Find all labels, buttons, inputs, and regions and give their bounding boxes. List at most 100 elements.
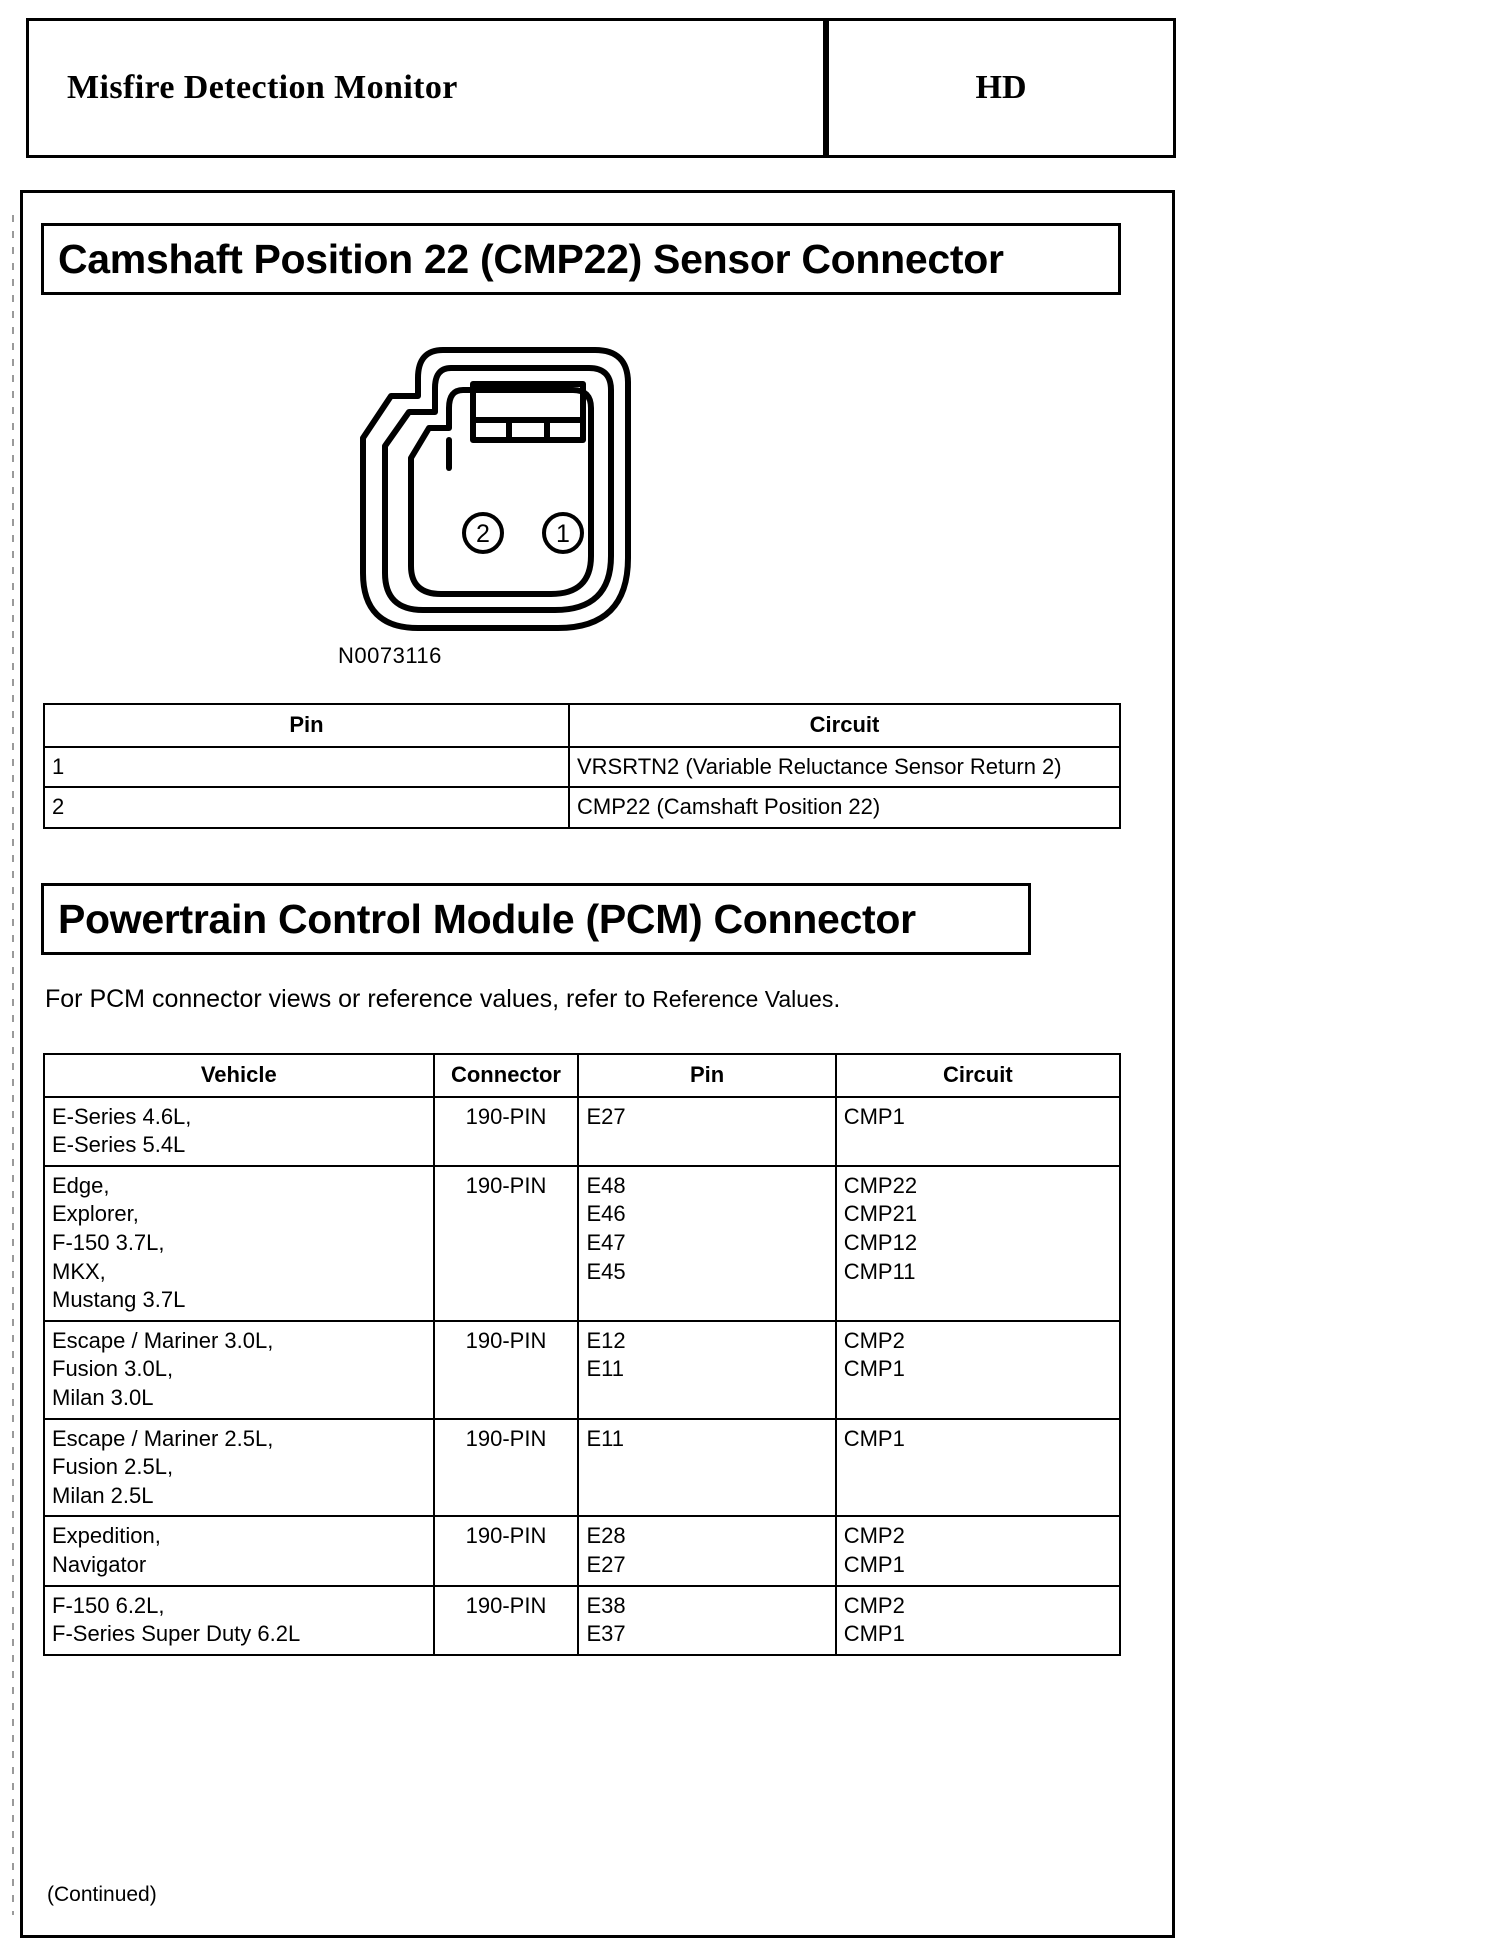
table-row: E-Series 4.6L,E-Series 5.4L 190-PIN E27 CMP… xyxy=(43,1095,1122,1167)
section-heading-cmp22-label: Camshaft Position 22 (CMP22) Sensor Conn… xyxy=(58,235,1004,282)
cell-circuit: VRSRTN2 (Variable Reluctance Sensor Retu… xyxy=(568,745,1121,789)
cell-line: CMP1 xyxy=(843,1621,905,1647)
reference-note-tail: . xyxy=(833,985,841,1013)
cell-vehicle: F-150 6.2L,F-Series Super Duty 6.2L xyxy=(43,1584,435,1656)
page-title: Misfire Detection Monitor xyxy=(67,69,458,106)
cell-connector: 190-PIN xyxy=(432,1584,580,1656)
cell-line: CMP1 xyxy=(843,1551,905,1577)
cell-pin: E27 xyxy=(577,1095,837,1167)
cell-vehicle: Escape / Mariner 3.0L,Fusion 3.0L,Milan … xyxy=(43,1319,435,1420)
cell-line: E-Series 4.6L, xyxy=(52,1103,192,1129)
cell-line: Navigator xyxy=(52,1551,147,1577)
cell-line: CMP12 xyxy=(843,1229,918,1255)
cell-line: CMP1 xyxy=(843,1356,905,1382)
cell-line: E47 xyxy=(586,1229,626,1255)
cell-pin: 1 xyxy=(43,745,570,789)
cell-circuit: CMP1 xyxy=(834,1417,1122,1518)
cell-line: E27 xyxy=(586,1103,626,1129)
cell-line: 190-PIN xyxy=(465,1103,547,1129)
continued-note: (Continued) xyxy=(47,1883,157,1906)
table-row: 2 CMP22 (Camshaft Position 22) xyxy=(43,786,1121,829)
cmp22-pin-table: Pin Circuit 1 VRSRTN2 (Variable Reluctan… xyxy=(43,703,1121,829)
cell-vehicle: Expedition,Navigator xyxy=(43,1515,435,1587)
cell-line: Edge, xyxy=(52,1172,110,1198)
cell-line: E45 xyxy=(586,1258,626,1284)
cell-line: 190-PIN xyxy=(465,1592,547,1618)
table-row: Edge, Explorer,F-150 3.7L, MKX, Mustang 3.7… xyxy=(43,1164,1122,1322)
section-heading-cmp22: Camshaft Position 22 (CMP22) Sensor Conn… xyxy=(41,223,1121,295)
cell-line: E11 xyxy=(586,1425,624,1451)
cell-pin: E11 xyxy=(577,1417,837,1518)
reference-values-link[interactable]: Reference Values xyxy=(652,986,834,1012)
cell-line: Mustang 3.7L xyxy=(52,1287,186,1313)
cell-connector: 190-PIN xyxy=(432,1095,580,1167)
cell-line: CMP1 xyxy=(843,1103,905,1129)
cell-line: CMP21 xyxy=(843,1201,918,1227)
cell-line: CMP11 xyxy=(843,1258,916,1284)
column-header-circuit: Circuit xyxy=(568,703,1121,748)
svg-text:1: 1 xyxy=(556,520,570,548)
section-heading-pcm: Powertrain Control Module (PCM) Connecto… xyxy=(41,883,1031,955)
cell-line: E48 xyxy=(586,1172,626,1198)
table-row: 1 VRSRTN2 (Variable Reluctance Sensor Re… xyxy=(43,745,1121,789)
cell-line: CMP22 xyxy=(843,1172,918,1198)
cell-line: CMP1 xyxy=(843,1425,905,1451)
cell-connector: 190-PIN xyxy=(432,1417,580,1518)
column-header-pin: Pin xyxy=(577,1053,837,1098)
cell-circuit: CMP1 xyxy=(834,1095,1122,1167)
cell-line: CMP2 xyxy=(843,1327,905,1353)
cell-line: E37 xyxy=(586,1621,626,1647)
column-header-circuit: Circuit xyxy=(834,1053,1122,1098)
cell-line: CMP2 xyxy=(843,1523,905,1549)
column-header-connector: Connector xyxy=(432,1053,580,1098)
cell-connector: 190-PIN xyxy=(432,1164,580,1322)
cell-line: E46 xyxy=(586,1201,626,1227)
cell-line: CMP2 xyxy=(843,1592,905,1618)
content-outer-box: Camshaft Position 22 (CMP22) Sensor Conn… xyxy=(20,190,1175,1938)
cell-pin: 2 xyxy=(43,786,570,829)
cell-vehicle: Edge, Explorer,F-150 3.7L, MKX, Mustang 3.7… xyxy=(43,1164,435,1322)
cell-circuit: CMP22 (Camshaft Position 22) xyxy=(568,786,1121,829)
cell-line: E38 xyxy=(586,1592,626,1618)
cell-connector: 190-PIN xyxy=(432,1515,580,1587)
cell-line: Explorer, xyxy=(52,1201,139,1227)
cell-line: 190-PIN xyxy=(465,1172,547,1198)
cell-line: E28 xyxy=(586,1523,626,1549)
cell-line: Escape / Mariner 3.0L, xyxy=(52,1327,274,1353)
fold-mark-left xyxy=(12,215,14,1915)
cell-line: 190-PIN xyxy=(465,1425,547,1451)
table-header-row: Pin Circuit xyxy=(43,703,1121,748)
cell-line: Expedition, xyxy=(52,1523,161,1549)
monitor-code-badge: HD xyxy=(975,69,1027,106)
cell-line: Milan 2.5L xyxy=(52,1482,154,1508)
cell-line: MKX, xyxy=(52,1258,106,1284)
cell-line: F-150 3.7L, xyxy=(52,1229,165,1255)
cell-line: 190-PIN xyxy=(465,1523,547,1549)
section-heading-pcm-label: Powertrain Control Module (PCM) Connecto… xyxy=(58,895,916,942)
reference-note: For PCM connector views or reference val… xyxy=(45,985,840,1014)
cell-connector: 190-PIN xyxy=(432,1319,580,1420)
column-header-vehicle: Vehicle xyxy=(43,1053,435,1098)
table-row: Escape / Mariner 3.0L,Fusion 3.0L,Milan … xyxy=(43,1319,1122,1420)
cell-line: E27 xyxy=(586,1551,626,1577)
table-row: F-150 6.2L,F-Series Super Duty 6.2L 190-P… xyxy=(43,1584,1122,1656)
cell-line: E11 xyxy=(586,1356,624,1382)
svg-text:2: 2 xyxy=(476,520,490,548)
cell-line: Fusion 2.5L, xyxy=(52,1454,174,1480)
page-header: Misfire Detection Monitor HD xyxy=(26,18,1176,158)
cell-vehicle: Escape / Mariner 2.5L,Fusion 2.5L,Milan … xyxy=(43,1417,435,1518)
column-header-pin: Pin xyxy=(43,703,570,748)
cell-line: F-150 6.2L, xyxy=(52,1592,165,1618)
cell-line: Fusion 3.0L, xyxy=(52,1356,174,1382)
cell-vehicle: E-Series 4.6L,E-Series 5.4L xyxy=(43,1095,435,1167)
